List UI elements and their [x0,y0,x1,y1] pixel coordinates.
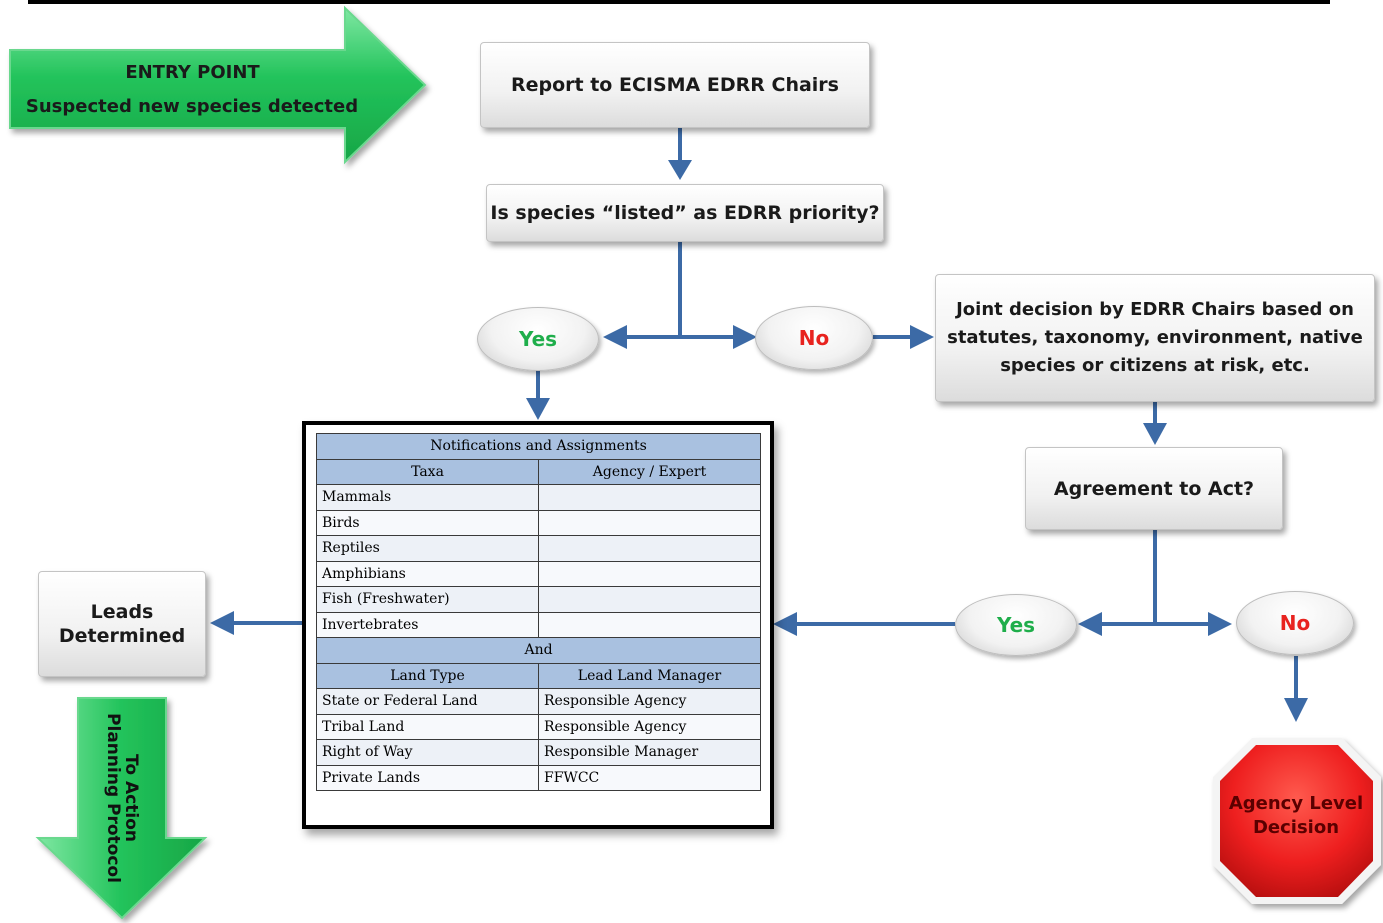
agreement-no-label: No [1279,611,1311,635]
action-planning-arrow-shape [35,697,208,920]
joint-decision-box: Joint decision by EDRR Chairs based on s… [935,274,1375,402]
action-planning-text: To Action Planning Protocol [103,713,141,883]
land-manager-cell: FFWCC [538,764,761,791]
agency-cell [538,586,761,613]
taxa-cell: Reptiles [316,535,539,562]
agreement-yes-label: Yes [996,613,1036,637]
report-box: Report to ECISMA EDRR Chairs [480,42,870,128]
land-type-cell: Tribal Land [316,713,539,740]
decision-no-oval: No [755,306,873,370]
decision-yes-label: Yes [518,327,558,351]
agency-header: Agency / Expert [538,458,761,485]
taxa-cell: Birds [316,509,539,536]
agency-cell [538,611,761,638]
and-row: And [316,637,761,664]
top-rule [28,0,1330,4]
agency-decision-label: Agency Level Decision [1226,792,1366,840]
land-manager-cell: Responsible Manager [538,739,761,766]
land-manager-cell: Responsible Agency [538,713,761,740]
action-planning-label: To Action Planning Protocol [103,710,141,886]
entry-point-title: ENTRY POINT [125,62,260,83]
listed-question-box: Is species “listed” as EDRR priority? [486,184,884,242]
joint-decision-text: Joint decision by EDRR Chairs based on s… [947,299,1363,376]
table-title: Notifications and Assignments [316,433,761,460]
agreement-yes-oval: Yes [955,594,1077,656]
land-manager-cell: Responsible Agency [538,688,761,715]
taxa-cell: Fish (Freshwater) [316,586,539,613]
agency-cell [538,535,761,562]
agency-cell [538,484,761,511]
listed-question-text: Is species “listed” as EDRR priority? [490,202,880,224]
entry-arrow-shape [9,5,427,165]
decision-yes-oval: Yes [477,307,599,371]
notifications-table: Notifications and Assignments Taxa Agenc… [316,433,761,791]
agreement-no-oval: No [1236,591,1354,655]
land-type-cell: Private Lands [316,764,539,791]
notifications-table-frame: Notifications and Assignments Taxa Agenc… [302,421,774,829]
report-text: Report to ECISMA EDRR Chairs [510,74,839,96]
decision-no-label: No [798,326,830,350]
taxa-cell: Mammals [316,484,539,511]
entry-point-subtitle: Suspected new species detected [25,96,359,117]
leads-determined-box: Leads Determined [38,571,206,677]
land-type-cell: State or Federal Land [316,688,539,715]
taxa-cell: Amphibians [316,560,539,587]
land-type-header: Land Type [316,662,539,689]
agency-cell [538,509,761,536]
agreement-question-text: Agreement to Act? [1053,477,1255,500]
agency-decision-text: Agency Level Decision [1228,793,1364,838]
taxa-header: Taxa [316,458,539,485]
agreement-question-box: Agreement to Act? [1025,447,1283,530]
land-type-cell: Right of Way [316,739,539,766]
taxa-cell: Invertebrates [316,611,539,638]
agency-cell [538,560,761,587]
lead-manager-header: Lead Land Manager [538,662,761,689]
leads-determined-text: Leads Determined [58,601,186,647]
